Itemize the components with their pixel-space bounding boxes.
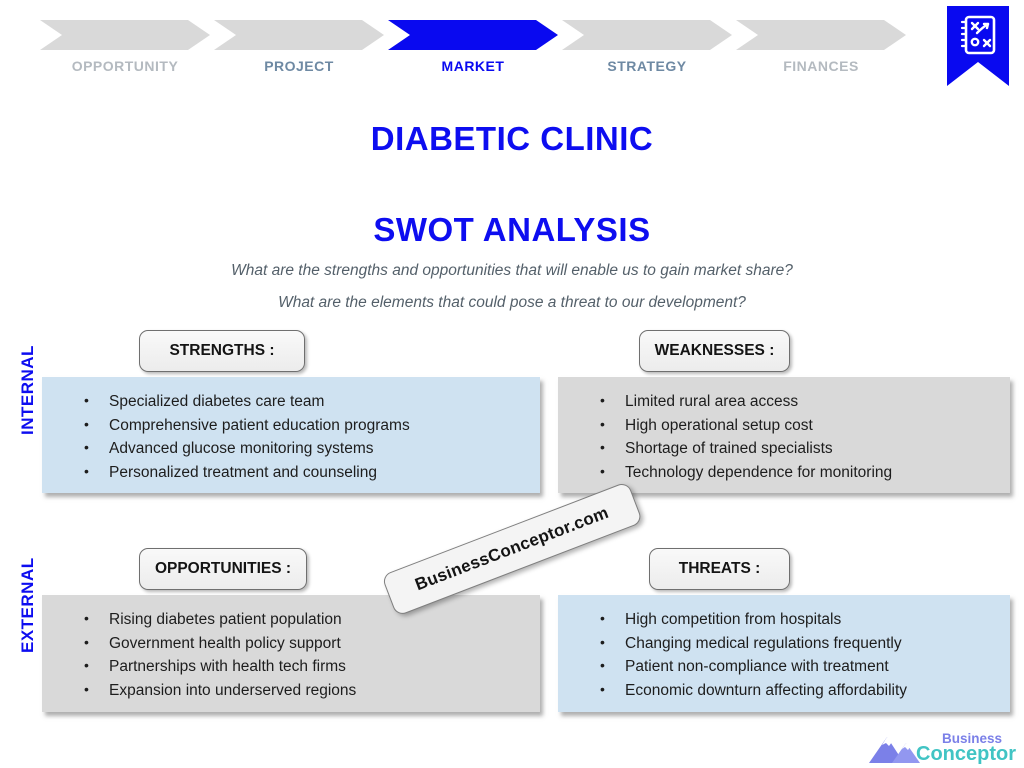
strengths-list: Specialized diabetes care team Comprehen… (42, 377, 540, 484)
chevron-shape (214, 20, 384, 50)
list-item: High operational setup cost (598, 413, 1002, 438)
nav-step-strategy[interactable]: STRATEGY (562, 20, 732, 74)
list-item: Specialized diabetes care team (82, 389, 532, 414)
nav-step-opportunity[interactable]: OPPORTUNITY (40, 20, 210, 74)
list-item: Limited rural area access (598, 389, 1002, 414)
threats-header-badge: THREATS : (649, 548, 790, 590)
page-subtitle: SWOT ANALYSIS (373, 211, 651, 248)
opportunities-list: Rising diabetes patient population Gover… (42, 595, 540, 702)
logo-text: Business Conceptor (916, 732, 1016, 764)
weaknesses-list: Limited rural area access High operation… (558, 377, 1010, 484)
list-item: Advanced glucose monitoring systems (82, 436, 532, 461)
nav-step-finances[interactable]: FINANCES (736, 20, 906, 74)
nav-step-label: STRATEGY (607, 58, 687, 74)
strengths-box: Specialized diabetes care team Comprehen… (42, 377, 540, 493)
chevron-shape (736, 20, 906, 50)
weaknesses-box: Limited rural area access High operation… (558, 377, 1010, 493)
list-item: Patient non-compliance with treatment (598, 654, 1002, 679)
list-item: Rising diabetes patient population (82, 607, 532, 632)
list-item: Changing medical regulations frequently (598, 631, 1002, 656)
nav-step-market[interactable]: MARKET (388, 20, 558, 74)
nav-step-label: OPPORTUNITY (71, 58, 179, 74)
logo-word-conceptor: Conceptor (916, 743, 1016, 765)
opportunities-header-badge: OPPORTUNITIES : (139, 548, 307, 590)
nav-step-project[interactable]: PROJECT (214, 20, 384, 74)
list-item: Comprehensive patient education programs (82, 413, 532, 438)
strengths-header-badge: STRENGTHS : (139, 330, 305, 372)
logo-word-business: Business (942, 731, 1003, 746)
footer-logo: Business Conceptor (868, 730, 1016, 766)
question-line-1: What are the strengths and opportunities… (231, 262, 793, 279)
list-item: Shortage of trained specialists (598, 436, 1002, 461)
list-item: Technology dependence for monitoring (598, 460, 1002, 485)
weaknesses-header-badge: WEAKNESSES : (639, 330, 790, 372)
nav-step-label: MARKET (441, 58, 505, 74)
bookmark-ribbon (947, 6, 1009, 86)
chevron-shape (562, 20, 732, 50)
list-item: Partnerships with health tech firms (82, 654, 532, 679)
question-line-2: What are the elements that could pose a … (278, 294, 746, 311)
chevron-shape (388, 20, 558, 50)
list-item: High competition from hospitals (598, 607, 1002, 632)
list-item: Personalized treatment and counseling (82, 460, 532, 485)
nav-step-label: FINANCES (783, 58, 859, 74)
chevron-shape (40, 20, 210, 50)
opportunities-box: Rising diabetes patient population Gover… (42, 595, 540, 712)
list-item: Government health policy support (82, 631, 532, 656)
process-nav: OPPORTUNITY PROJECT MARKET STRATEGY FINA… (40, 20, 910, 74)
list-item: Economic downturn affecting affordabilit… (598, 678, 1002, 703)
strategy-playbook-icon (960, 15, 996, 55)
nav-step-label: PROJECT (264, 58, 334, 74)
threats-box: High competition from hospitals Changing… (558, 595, 1010, 712)
threats-list: High competition from hospitals Changing… (558, 595, 1010, 702)
list-item: Expansion into underserved regions (82, 678, 532, 703)
page-title: DIABETIC CLINIC (370, 120, 654, 157)
mountains-icon (869, 737, 920, 763)
